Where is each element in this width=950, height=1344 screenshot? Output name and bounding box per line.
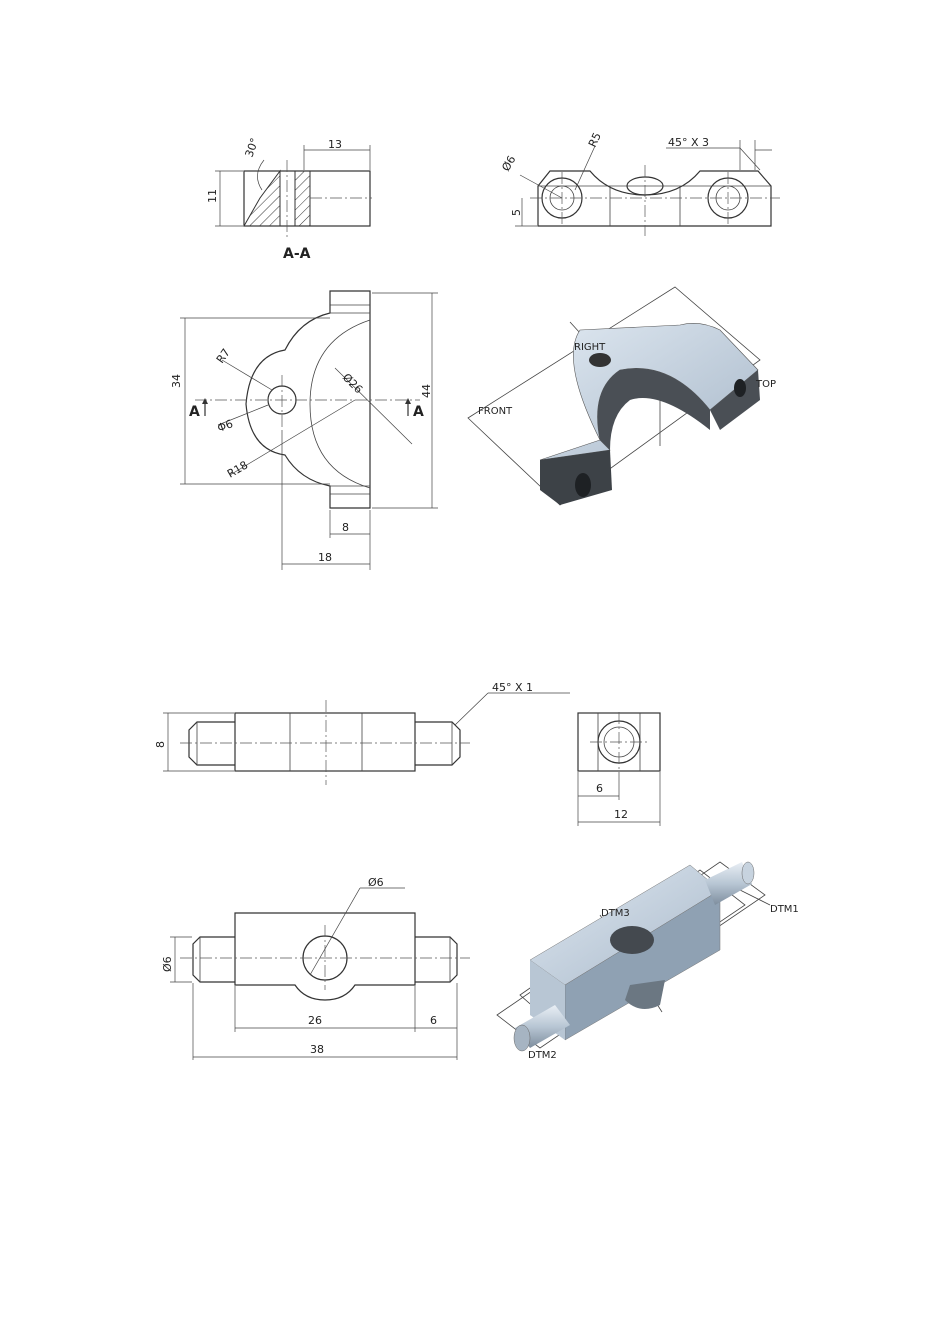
dim-height-44: 44 xyxy=(420,384,433,398)
front-view-drawing2: 8 45° X 1 xyxy=(154,681,570,785)
dim-radius-r18: R18 xyxy=(225,459,250,481)
dim-angle-30: 30° xyxy=(243,136,262,159)
dim-pin-dia-6: Ø6 xyxy=(161,956,174,972)
side-view-drawing2: 6 12 xyxy=(577,712,661,826)
iso-view-drawing1: RIGHT TOP FRONT xyxy=(467,286,776,506)
dim-radius-r7: R7 xyxy=(214,346,233,365)
dim-outer-12: 12 xyxy=(614,808,628,821)
iso-label-front: FRONT xyxy=(478,406,513,417)
section-mark-right: A xyxy=(413,404,424,420)
dim-hole-phi6: Φ6 xyxy=(216,417,235,435)
iso-label-dtm3: DTM3 xyxy=(601,908,630,919)
dim-offset-8: 8 xyxy=(342,521,349,534)
iso-label-right: RIGHT xyxy=(574,342,606,353)
dim-body-26: 26 xyxy=(308,1014,322,1027)
iso-label-dtm2: DTM2 xyxy=(528,1050,557,1061)
iso-view-drawing2: DTM1 DTM2 DTM3 xyxy=(496,861,799,1061)
dim-chamfer: 45° X 3 xyxy=(668,136,709,149)
dim-chamfer-45x1: 45° X 1 xyxy=(492,681,533,694)
dim-hole-dia: Ø6 xyxy=(499,153,518,173)
dim-total-38: 38 xyxy=(310,1043,324,1056)
dim-height-5: 5 xyxy=(510,209,523,216)
iso-label-dtm1: DTM1 xyxy=(770,904,799,915)
dim-radius-r5: R5 xyxy=(586,130,604,149)
front-view-drawing1: 34 44 R7 Φ6 Ø26 R18 8 18 A A xyxy=(170,290,438,570)
dim-height-11: 11 xyxy=(206,189,219,203)
dim-depth-18: 18 xyxy=(318,551,332,564)
section-view-a-a: 13 11 30° A-A xyxy=(206,136,372,262)
dim-hole-dia-6: Ø6 xyxy=(368,876,384,889)
top-view-drawing1: Ø6 R5 45° X 3 5 xyxy=(499,130,780,236)
section-label-a-a: A-A xyxy=(283,246,311,262)
section-mark-left: A xyxy=(189,404,200,420)
iso-label-top: TOP xyxy=(755,379,776,390)
dim-bore-26: Ø26 xyxy=(340,371,365,396)
dim-inner-6: 6 xyxy=(596,782,603,795)
dim-width-34: 34 xyxy=(170,374,183,388)
dim-height-8: 8 xyxy=(154,741,167,748)
top-view-drawing2: Ø6 Ø6 26 6 38 xyxy=(161,876,470,1060)
dim-width-13: 13 xyxy=(328,138,342,151)
dim-pin-6: 6 xyxy=(430,1014,437,1027)
